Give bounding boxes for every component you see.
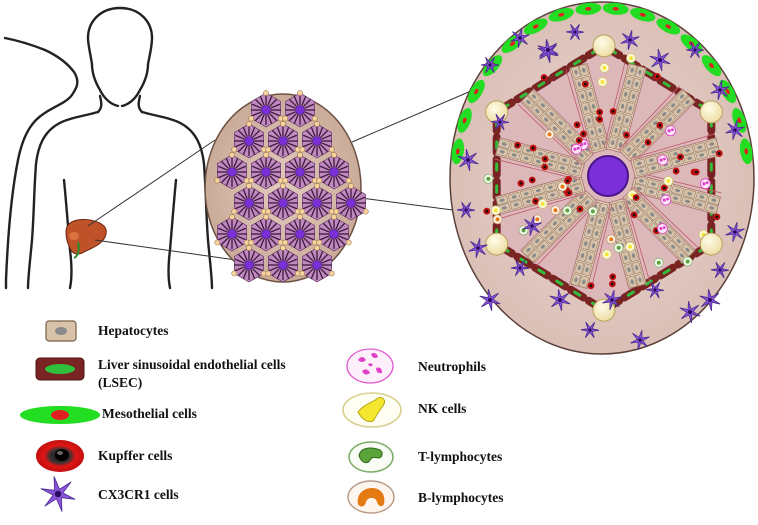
neutrophil-icon bbox=[346, 348, 394, 384]
mesothelial-icon bbox=[20, 406, 100, 424]
lobule-cluster bbox=[204, 90, 369, 283]
hepatocyte-icon bbox=[45, 320, 77, 342]
portal-areas bbox=[485, 34, 723, 322]
legend-lsec-label: Liver sinusoidal endothelial cells bbox=[98, 357, 286, 372]
legend-b-lymph-label: B-lymphocytes bbox=[418, 490, 504, 505]
kupffer-icon bbox=[36, 440, 84, 472]
legend-kupffer-label: Kupffer cells bbox=[98, 448, 173, 463]
immune-cells bbox=[483, 53, 723, 290]
legend-cx3cr1-label: CX3CR1 cells bbox=[98, 487, 179, 502]
t-lymphocyte-icon bbox=[348, 441, 394, 473]
legend-nk-label: NK cells bbox=[418, 401, 467, 416]
liver-organ-icon bbox=[65, 219, 107, 259]
legend-icons bbox=[20, 320, 402, 514]
human-silhouette bbox=[3, 6, 214, 290]
legend-lsec-abbr: (LSEC) bbox=[98, 375, 143, 390]
hepatocyte-plates bbox=[494, 62, 722, 290]
legend-mesothelial-label: Mesothelial cells bbox=[102, 406, 197, 421]
cx3cr1-cells-outer bbox=[456, 23, 745, 350]
lsec-icon bbox=[35, 357, 85, 381]
legend-neutrophils-label: Neutrophils bbox=[418, 359, 487, 374]
nk-cell-icon bbox=[342, 392, 402, 428]
legend-hepatocytes-label: Hepatocytes bbox=[98, 323, 169, 338]
hepatic-lobule bbox=[449, 1, 755, 355]
legend-t-lymph-label: T-lymphocytes bbox=[418, 449, 503, 464]
zoom-lines bbox=[87, 87, 479, 263]
cx3cr1-icon bbox=[40, 476, 76, 512]
central-vein bbox=[587, 155, 629, 197]
b-lymphocyte-icon bbox=[347, 480, 395, 514]
mesothelial-layer bbox=[451, 2, 753, 165]
